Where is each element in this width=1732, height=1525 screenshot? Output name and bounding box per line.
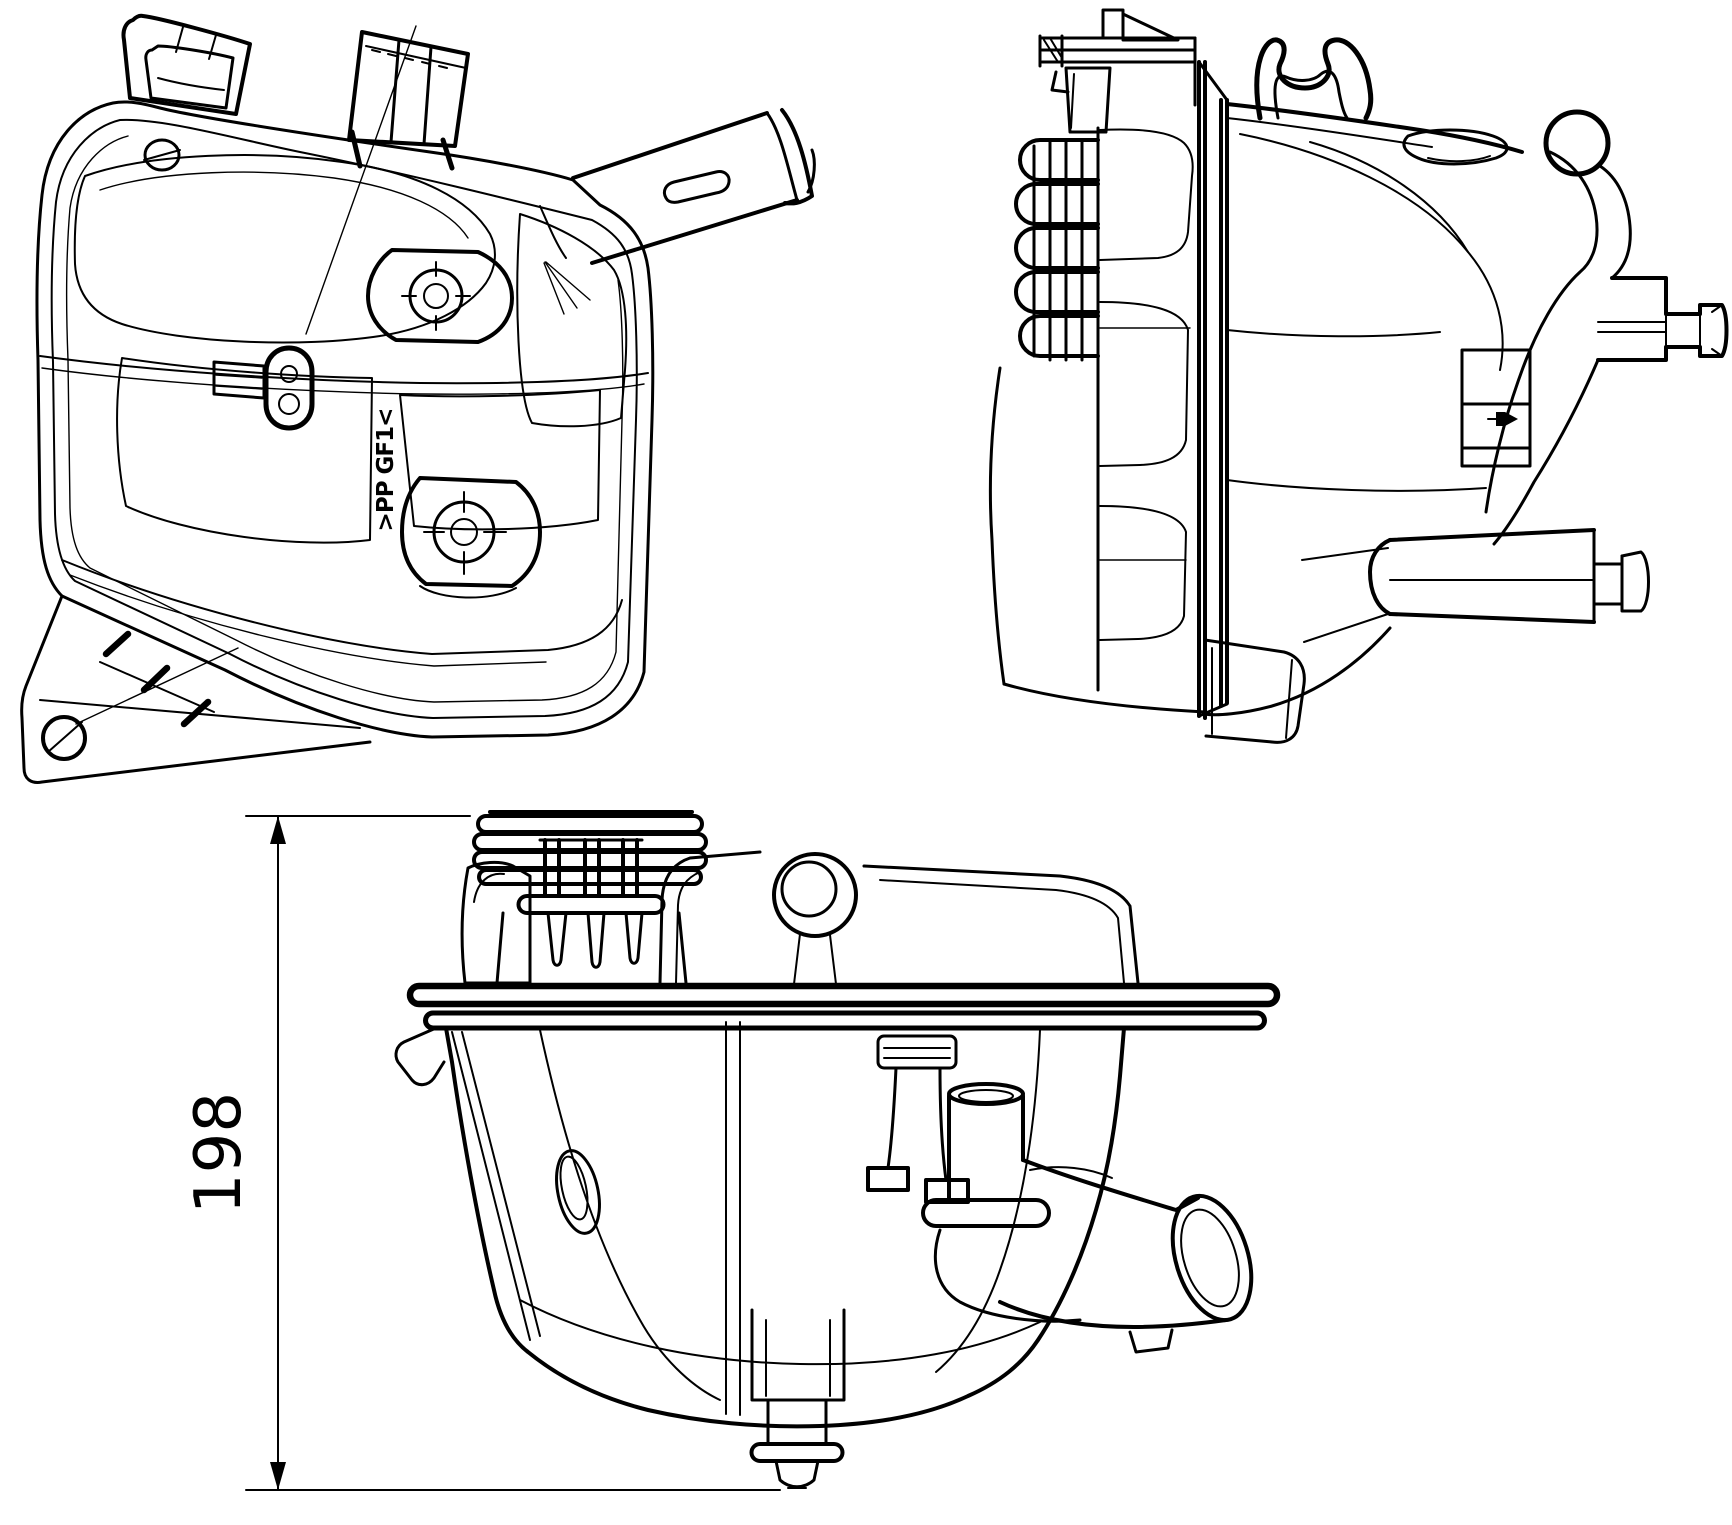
outlet-elbow [923,1084,1265,1352]
mounting-flange-front [410,986,1277,1028]
left-tab [396,1028,444,1085]
left-connector [123,16,250,114]
mounting-flange-side [1199,62,1227,718]
tank-inner-contour-2 [67,136,623,702]
screw-boss-lower [402,478,540,598]
material-marking: >PP GF1< [373,409,399,532]
sensor-connector [1462,350,1530,466]
left-shoulder [462,862,530,983]
hose-clip [1257,40,1371,118]
side-hole [550,1147,607,1237]
middle-clip [868,1036,968,1202]
front-view: >PP GF1< [22,16,815,783]
cap-splines [497,840,686,983]
cap-circle [1546,112,1608,174]
lower-port [1302,530,1649,642]
drain-port [752,1310,845,1488]
hose-opening [1159,1186,1265,1329]
dimension-value: 198 [182,1092,256,1214]
hose-slot [664,172,729,203]
screw-boss-upper [368,250,512,342]
molded-panels [40,155,648,666]
right-shoulder [660,852,1138,983]
side-view [990,10,1726,742]
height-dimension: 198 [182,816,780,1490]
middle-connector [306,26,468,334]
tank-inner-contour [52,120,637,718]
arrowhead-top [270,816,286,844]
mounting-bracket [22,596,370,782]
hose-port [540,110,814,314]
tank-outline [37,102,653,737]
top-bracket [1040,10,1195,105]
bottom-foot [1205,640,1304,742]
profile-view: 198 [182,812,1277,1490]
arrowhead-bottom [270,1462,286,1490]
threaded-neck-side [1016,138,1098,362]
screw-head [144,140,180,170]
tank-body-front [446,1022,1124,1426]
upper-port [1598,278,1727,360]
side-stub [214,362,264,398]
leader-line [306,26,416,334]
top-port-ring [774,854,856,984]
side-body [990,104,1630,715]
keyhole-slot [266,348,312,428]
bolt-hole [43,717,85,759]
filler-neck-side [1052,68,1110,132]
